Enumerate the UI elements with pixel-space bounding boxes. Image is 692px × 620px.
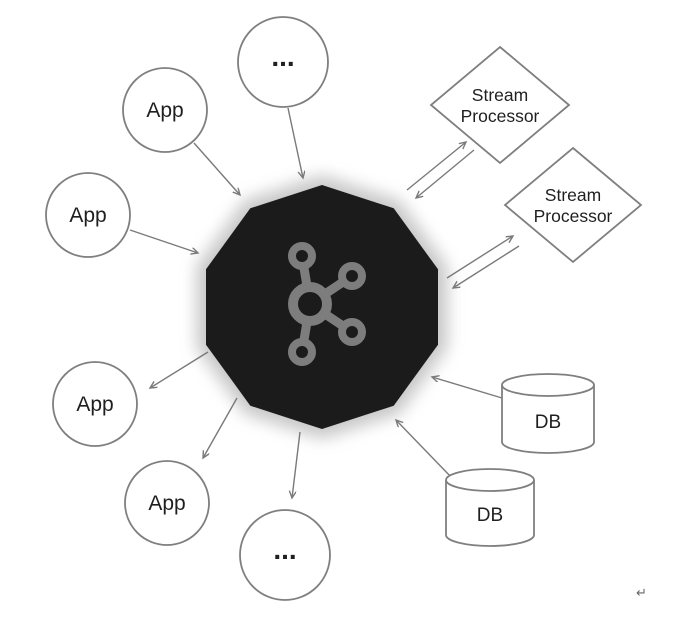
arrow-kafka-to-stream-processor-2: [446, 236, 513, 279]
db-cylinder: [445, 480, 535, 547]
stream-processor-label-line2: Processor: [534, 206, 613, 226]
arrow-app-top-outer-to-kafka: [193, 142, 240, 195]
stream-processor-label-line1: Stream: [545, 185, 601, 205]
arrow-app-top-inner-to-kafka: [129, 229, 198, 253]
node-db-right: DB: [501, 373, 595, 454]
kafka-logo-icon: [288, 242, 366, 366]
more-label: ...: [271, 41, 294, 72]
db-label: DB: [477, 505, 503, 526]
arrow-kafka-to-stream-processor-1: [406, 142, 466, 191]
db-cylinder-top: [445, 468, 535, 492]
node-app-top-outer: App: [122, 67, 208, 153]
stream-processor-label-line1: Stream: [472, 85, 528, 105]
arrow-more-top-to-kafka: [287, 107, 303, 178]
more-circle: [237, 16, 329, 108]
more-label: ...: [273, 534, 296, 565]
node-db-bottom: DB: [445, 468, 535, 547]
app-label: App: [76, 393, 113, 416]
arrow-db-bottom-to-kafka: [396, 420, 453, 479]
app-circle: [45, 172, 131, 258]
stream-processor-label-line2: Processor: [461, 106, 540, 126]
arrow-stream-processor-1-to-kafka: [416, 149, 475, 198]
app-circle: [52, 361, 138, 447]
app-circle: [124, 460, 210, 546]
db-cylinder: [501, 385, 595, 454]
arrow-kafka-to-app-bottom-inner: [203, 397, 238, 458]
db-cylinder-top: [501, 373, 595, 397]
app-label: App: [69, 204, 106, 227]
node-more-bottom: ...: [239, 509, 331, 601]
app-circle: [122, 67, 208, 153]
node-stream-processor-1: Stream Processor: [429, 45, 571, 165]
arrow-kafka-to-more-bottom: [292, 431, 301, 498]
db-label: DB: [535, 412, 561, 433]
app-label: App: [148, 492, 185, 515]
node-app-bottom-outer: App: [52, 361, 138, 447]
stream-processor-diamond: [503, 146, 643, 264]
node-app-top-inner: App: [45, 172, 131, 258]
node-app-bottom-inner: App: [124, 460, 210, 546]
return-glyph: ↵: [636, 585, 647, 600]
app-label: App: [146, 99, 183, 122]
arrows: [129, 107, 520, 498]
arrow-kafka-to-app-bottom-outer: [150, 351, 209, 388]
stream-processor-diamond: [429, 45, 571, 165]
arrow-stream-processor-2-to-kafka: [453, 245, 520, 288]
node-stream-processor-2: Stream Processor: [503, 146, 643, 264]
node-more-top: ...: [237, 16, 329, 108]
arrow-db-right-to-kafka: [432, 377, 503, 399]
more-circle: [239, 509, 331, 601]
